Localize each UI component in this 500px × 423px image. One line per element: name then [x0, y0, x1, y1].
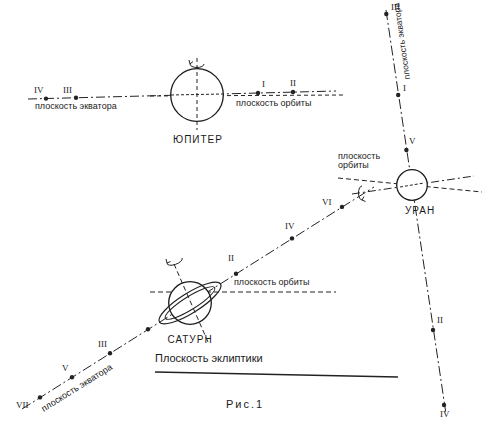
moon-dot	[290, 236, 294, 240]
moon-dot	[256, 91, 260, 95]
moon-number: I	[262, 80, 265, 89]
rotation-arrowhead	[189, 60, 193, 64]
ecliptic-line	[155, 372, 398, 377]
equator-plane-line	[386, 10, 446, 414]
rotation-axis	[174, 264, 208, 342]
moon-dot	[38, 395, 42, 399]
rotation-symbol	[167, 258, 182, 265]
moon-dot	[74, 96, 78, 100]
ecliptic-label: Плоскость эклиптики	[155, 353, 263, 365]
saturn-ring	[154, 275, 226, 330]
moon-number: VII	[16, 401, 29, 410]
planet-disc	[169, 282, 212, 325]
moon-number: II	[437, 316, 443, 325]
planet-outline	[396, 169, 428, 201]
moon-dot	[442, 403, 446, 407]
planet-outline	[168, 281, 212, 325]
rotation-symbol	[190, 64, 204, 68]
moon-dot	[70, 375, 74, 379]
saturn-ring	[162, 282, 218, 324]
moon-number: VI	[322, 198, 332, 207]
moon-number: II	[228, 254, 234, 263]
moon-number: II	[290, 79, 296, 88]
rotation-arrowhead	[166, 259, 171, 263]
rotation-axis	[197, 58, 198, 130]
moon-number: IV	[285, 222, 295, 231]
rotation-axis	[400, 183, 424, 187]
moon-dots	[38, 12, 446, 407]
moon-number: III	[98, 340, 107, 349]
planet-node: САТУРН	[168, 281, 212, 325]
plane-label: плоскость орбиты	[338, 152, 390, 171]
plane-label: плоскость экватора	[392, 2, 412, 80]
moon-dot	[431, 328, 435, 332]
plane-label: плоскость экватора	[35, 102, 117, 111]
moon-number: I	[403, 84, 406, 93]
equator-line	[171, 94, 223, 95]
planet-name: САТУРН	[167, 334, 212, 345]
planet-outline	[170, 68, 224, 122]
moon-number: IV	[34, 86, 44, 95]
planet-name: УРАН	[405, 205, 435, 216]
rotation-arrowhead	[362, 197, 366, 202]
planet-disc	[397, 170, 428, 201]
planet-node: УРАН	[396, 169, 428, 201]
moon-dot	[44, 96, 48, 100]
moon-dot	[384, 12, 388, 16]
moon-dot	[291, 90, 295, 94]
moon-dot	[146, 327, 150, 331]
moon-dot	[234, 272, 238, 276]
planet-disc	[171, 69, 224, 122]
planet-node: ЮПИТЕР	[170, 68, 224, 122]
plane-label: плоскость орбиты	[236, 99, 311, 108]
equator-plane-line	[22, 187, 374, 409]
moon-number: V	[409, 137, 416, 146]
moon-number: III	[63, 86, 72, 95]
moon-dot	[340, 205, 344, 209]
moon-number: IV	[440, 410, 450, 419]
moon-dot	[108, 351, 112, 355]
plane-label: плоскость экватора	[40, 363, 114, 414]
moon-number: V	[62, 364, 69, 373]
rotation-symbol	[359, 186, 363, 200]
planet-name: ЮПИТЕР	[173, 134, 223, 145]
figure-caption: Рис.1	[226, 398, 264, 410]
moon-dot	[404, 148, 408, 152]
moon-dot	[396, 93, 400, 97]
plane-label: плоскость орбиты	[234, 278, 309, 287]
